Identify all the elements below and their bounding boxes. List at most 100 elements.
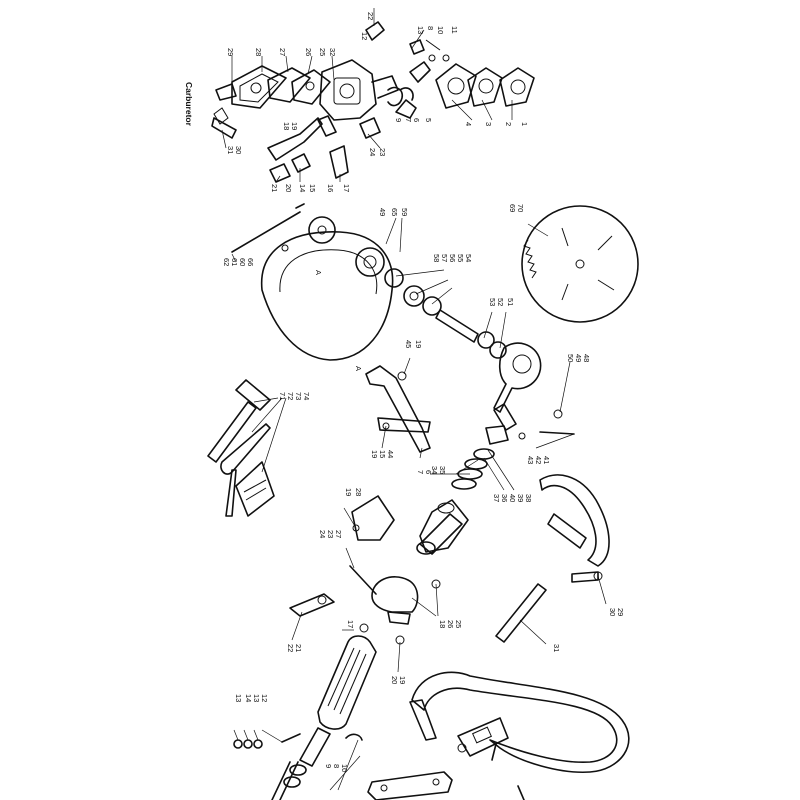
callout-61: 61 xyxy=(230,258,239,266)
callout-3: 3 xyxy=(484,122,493,126)
callout-50: 50 xyxy=(566,354,575,362)
callout-14: 14 xyxy=(298,184,307,192)
cover-plate xyxy=(351,495,395,541)
callout-16: 16 xyxy=(326,184,335,192)
callout-66: 66 xyxy=(246,258,255,266)
callout-6b: 6 xyxy=(424,470,433,474)
drive-shaft xyxy=(435,309,479,343)
callout-30b: 30 xyxy=(608,608,617,616)
callout-45: 45 xyxy=(404,340,413,348)
callout-18b: 18 xyxy=(438,620,447,628)
callout-25b: 25 xyxy=(454,620,463,628)
loop-handle xyxy=(539,474,610,567)
callout-21b: 21 xyxy=(294,644,303,652)
handle-group: 29 30 xyxy=(539,474,625,616)
callout-24b: 24 xyxy=(318,530,327,538)
callout-70: 70 xyxy=(516,204,525,212)
guard-group: A 49 65 59 66 60 61 62 69 70 xyxy=(222,203,639,361)
callout-17b: 17 xyxy=(346,620,355,628)
callout-13: 13 xyxy=(416,26,425,34)
callout-39: 39 xyxy=(516,494,525,502)
hex-key xyxy=(225,469,237,517)
callout-20: 20 xyxy=(284,184,293,192)
carb-leaders xyxy=(221,8,513,183)
tool-set: 74 73 72 71 xyxy=(207,379,311,517)
callout-15b: 15 xyxy=(378,450,387,458)
blade-guard xyxy=(260,231,394,361)
saw-blade xyxy=(521,205,639,323)
callout-26b: 26 xyxy=(446,620,455,628)
callout-43: 43 xyxy=(526,456,535,464)
callout-74: 74 xyxy=(302,392,311,400)
instruction-card xyxy=(235,461,275,517)
callout-31b: 31 xyxy=(552,644,561,652)
callout-59: 59 xyxy=(400,208,409,216)
shaft-leaders xyxy=(395,269,575,449)
callout-18: 18 xyxy=(282,122,291,130)
harness xyxy=(367,671,630,800)
callout-7b: 7 xyxy=(416,470,425,474)
callout-28: 28 xyxy=(254,48,263,56)
throttle-group: 28 19 27 23 24 25 26 18 17 21 22 19 20 xyxy=(286,488,463,684)
gasket-set xyxy=(435,63,535,109)
throttle-trigger xyxy=(289,593,335,617)
callout-13c: 13 xyxy=(234,694,243,702)
callout-1: 1 xyxy=(520,122,529,126)
callout-41: 41 xyxy=(542,456,551,464)
shaft-assembly: 54 55 56 57 58 51 52 53 48 49 50 41 42 4… xyxy=(384,254,591,464)
tube-leaders xyxy=(233,729,361,791)
clutch-drum xyxy=(419,499,469,553)
small-carb-parts xyxy=(211,21,450,183)
spanner xyxy=(220,423,271,475)
marker-a-2: A xyxy=(354,366,363,371)
tube-clamp xyxy=(419,513,463,555)
callout-55: 55 xyxy=(456,254,465,262)
callout-30: 30 xyxy=(234,146,243,154)
box-wrench xyxy=(207,401,257,463)
callout-12: 12 xyxy=(360,32,369,40)
throttle-housing xyxy=(371,576,419,613)
harness-strap xyxy=(411,671,630,773)
callout-19: 19 xyxy=(290,122,299,130)
callout-32: 32 xyxy=(328,48,337,56)
callout-22: 22 xyxy=(366,12,375,20)
callout-7: 7 xyxy=(404,118,413,122)
marker-a-1: A xyxy=(314,270,323,275)
callout-8b: 8 xyxy=(332,764,341,768)
callout-49: 49 xyxy=(378,208,387,216)
carburetor-group: Carburetor xyxy=(184,8,535,192)
blade-washer xyxy=(308,216,336,244)
diaphragm-plates xyxy=(215,65,331,109)
callout-27b: 27 xyxy=(334,530,343,538)
callout-11: 11 xyxy=(450,26,459,34)
main-tube: 12 13 14 13 10 8 9 xyxy=(233,635,377,800)
callout-54: 54 xyxy=(464,254,473,262)
callout-60: 60 xyxy=(238,258,247,266)
callout-23: 23 xyxy=(378,148,387,156)
callout-38: 38 xyxy=(524,494,533,502)
gear-head xyxy=(493,342,542,413)
callout-34: 34 xyxy=(430,466,439,474)
callout-42: 42 xyxy=(534,456,543,464)
callout-73: 73 xyxy=(294,392,303,400)
support-bracket: A 19 45 44 15 19 xyxy=(354,340,431,458)
guard-leaders xyxy=(231,217,549,263)
carburetor-body xyxy=(319,59,399,121)
callout-9b: 9 xyxy=(324,764,333,768)
callout-21: 21 xyxy=(270,184,279,192)
callout-51: 51 xyxy=(506,298,515,306)
callout-12b: 12 xyxy=(260,694,269,702)
callout-19c: 19 xyxy=(370,450,379,458)
tool-leaders xyxy=(251,397,287,473)
callout-6: 6 xyxy=(412,118,421,122)
callout-5: 5 xyxy=(424,118,433,122)
decal: 31 xyxy=(495,583,561,652)
callout-10b: 10 xyxy=(340,764,349,772)
callout-52: 52 xyxy=(496,298,505,306)
callout-58: 58 xyxy=(432,254,441,262)
callout-10: 10 xyxy=(436,26,445,34)
callout-17: 17 xyxy=(342,184,351,192)
snap-hook xyxy=(367,771,453,800)
callout-29: 29 xyxy=(226,48,235,56)
callout-9: 9 xyxy=(394,118,403,122)
